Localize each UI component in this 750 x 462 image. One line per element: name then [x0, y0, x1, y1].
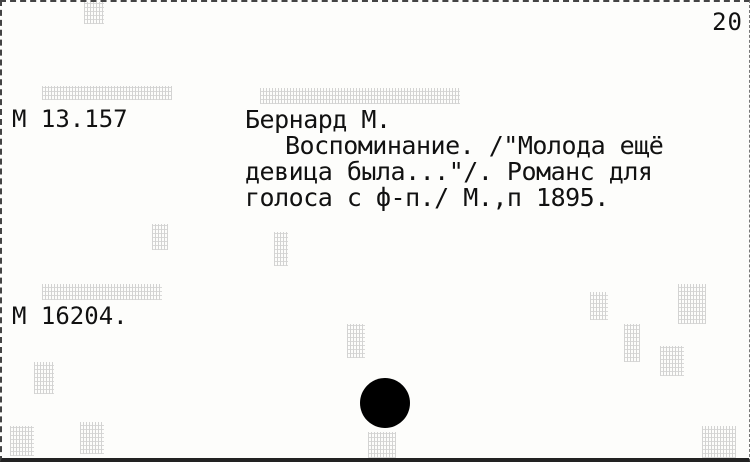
scan-noise: [34, 362, 54, 394]
scan-noise: [42, 86, 172, 100]
entry-imprint-line: голоса с ф-п./ М.,п 1895.: [245, 183, 609, 212]
scan-noise: [702, 426, 736, 458]
scan-noise: [84, 2, 104, 24]
scan-noise: [624, 324, 640, 362]
scan-noise: [678, 284, 706, 324]
scan-noise: [347, 324, 365, 358]
punch-hole: [360, 378, 410, 428]
shelfmark-primary: М 13.157: [12, 105, 128, 133]
scan-noise: [152, 224, 168, 250]
scan-noise: [590, 292, 608, 320]
scan-noise: [260, 88, 460, 104]
scan-noise: [42, 284, 162, 300]
scan-noise: [80, 422, 104, 454]
entry-title-continuation: девица была..."/. Романс для: [245, 157, 653, 186]
scan-noise: [368, 432, 396, 458]
bibliographic-entry: Бернард М. Воспоминание. /"Молода ещё де…: [245, 107, 745, 211]
scan-noise: [10, 426, 34, 456]
scan-noise: [274, 232, 288, 266]
entry-title-line: Воспоминание. /"Молода ещё: [285, 131, 664, 160]
shelfmark-secondary: М 16204.: [12, 302, 128, 330]
scan-noise: [660, 346, 684, 376]
entry-author: Бернард М.: [245, 105, 391, 134]
card-number: 20: [712, 8, 743, 36]
